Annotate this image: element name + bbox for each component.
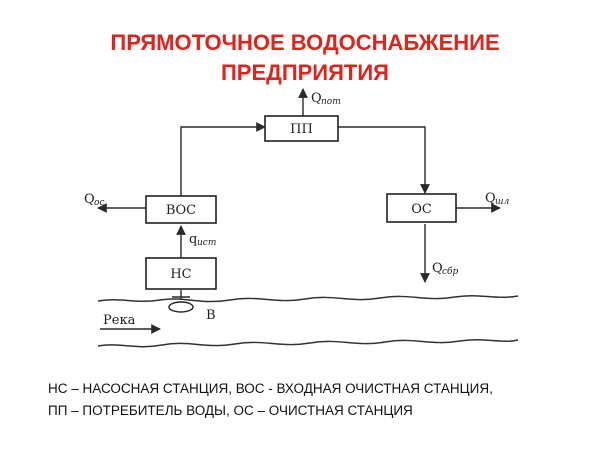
river: Река [100,313,161,334]
label-q-ist: q ист [189,232,216,248]
label-q-ist-sub: ист [197,238,216,248]
title-line-1: ПРЯМОТОЧНОЕ ВОДОСНАБЖЕНИЕ [110,30,500,55]
node-pp: ПП [264,115,339,142]
label-q-shl-sub: шл [495,197,510,207]
legend-line-2: ПП – ПОТРЕБИТЕЛЬ ВОДЫ, ОС – ОЧИСТНАЯ СТА… [48,403,413,418]
node-voc: ВОС [145,195,217,224]
title-line-2: ПРЕДПРИЯТИЯ [220,60,389,85]
label-q-oc-main: Q [84,192,95,207]
label-q-pot-main: Q [311,91,322,106]
node-oc-label: ОС [411,202,432,217]
intake-label: В [206,308,216,323]
intake-head [168,301,194,313]
flow-voc-to-pp [180,122,266,196]
label-q-shl-main: Q [485,191,496,206]
node-voc-label: ВОС [166,203,196,218]
legend-line-1: НС – НАСОСНАЯ СТАНЦИЯ, ВОС - ВХОДНАЯ ОЧИ… [48,381,493,396]
flow-pp-to-oc [338,126,430,194]
label-q-sbr-sub: сбр [442,266,459,277]
label-q-pot-sub: пот [321,97,341,107]
river-bank-bottom [97,338,519,348]
label-q-shl: Q шл [485,191,510,207]
label-q-pot: Q пот [311,91,341,107]
label-q-ist-main: q [189,232,197,247]
label-q-oc: Q ос [84,192,104,208]
river-label: Река [103,313,136,328]
node-nc-label: НС [170,267,191,282]
label-q-sbr: Q сбр [432,261,459,277]
node-oc: ОС [386,193,457,223]
node-nc: НС [145,257,217,290]
node-pp-label: ПП [290,122,313,137]
river-bank-top [97,294,519,303]
label-q-oc-sub: ос [94,198,104,208]
water-intake: В [168,296,216,323]
label-q-sbr-main: Q [432,261,443,276]
